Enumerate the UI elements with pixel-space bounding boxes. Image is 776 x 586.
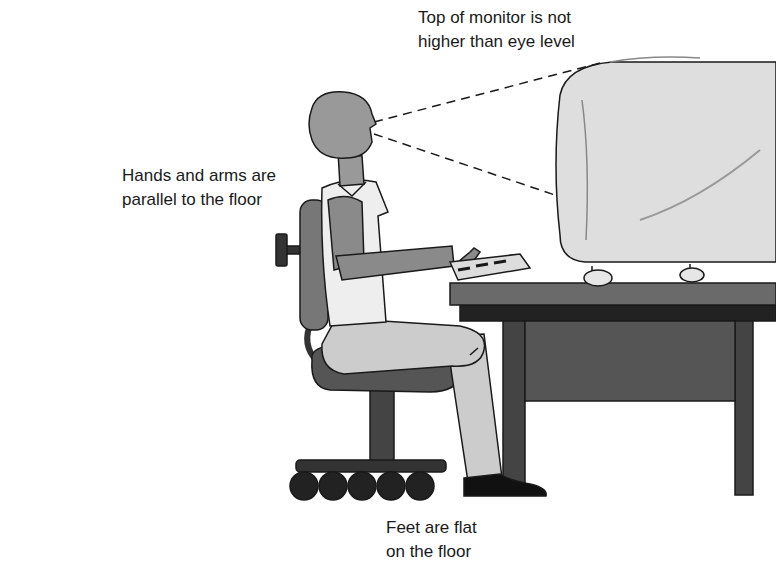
desk-apron	[460, 305, 776, 321]
chair-wheel	[377, 472, 405, 500]
thigh	[322, 318, 485, 374]
callout-label: Hands and arms are parallel to the floor	[122, 164, 294, 212]
head	[309, 92, 376, 158]
monitor-screen-edge	[582, 100, 587, 240]
chair-wheel	[406, 472, 434, 500]
monitor	[556, 57, 776, 286]
shoe	[464, 474, 546, 496]
callout-label: Top of monitor is not higher than eye le…	[418, 6, 614, 54]
callout-label: Feet are flat on the floor	[386, 516, 498, 564]
desk-top	[450, 283, 776, 305]
chair-knob	[276, 234, 287, 266]
desk-leg	[735, 305, 753, 495]
chair-wheel	[319, 472, 347, 500]
forearm	[336, 246, 454, 280]
sight-line	[374, 134, 558, 196]
keyboard	[450, 254, 530, 280]
monitor-top-edge	[610, 57, 700, 62]
sight-line	[374, 63, 600, 122]
keyboard-keys	[458, 261, 506, 270]
monitor-foot	[584, 270, 612, 286]
chair-post	[370, 388, 394, 462]
chair-base	[296, 460, 446, 472]
monitor-highlight	[640, 150, 760, 220]
chair-wheel	[348, 472, 376, 500]
person	[309, 92, 546, 496]
monitor-body	[556, 62, 776, 262]
monitor-foot	[680, 268, 704, 282]
collar	[338, 182, 366, 196]
knee-crease	[470, 348, 478, 355]
desk-leg	[503, 305, 525, 493]
chair-wheel	[290, 472, 318, 500]
desk-panel	[525, 321, 735, 401]
sight-lines	[374, 63, 600, 196]
